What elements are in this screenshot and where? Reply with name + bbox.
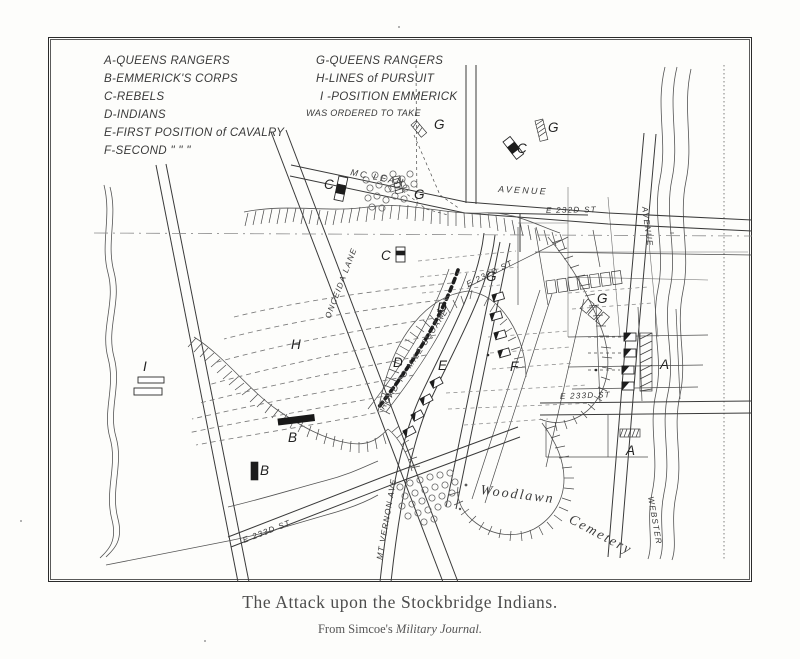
field-lot-dashes [417,250,653,426]
legend-line-b: B-EMMERICK'S CORPS [104,72,238,85]
marker-label: G [548,120,559,135]
street-onceida-lane [270,129,459,582]
marker-i[interactable]: I [133,359,165,396]
marker-c-left[interactable]: C [324,175,349,202]
marker-label: E [438,358,448,373]
street-labels: MC LEAN AVENUE ONCEIDA LANE ROAD TO MILE… [241,167,663,560]
marker-g-top-right[interactable]: G [534,118,559,142]
marker-e[interactable]: E [402,358,448,439]
print-speck [204,640,206,642]
marker-label: H [291,337,301,352]
marker-label: A [625,443,635,458]
marker-label: G [434,117,445,132]
caption-source-title: Military Journal. [395,622,483,636]
legend-line-h: H-LINES of PURSUIT [316,72,435,85]
plate-frame-inner [50,39,750,580]
caption-source: From Simcoe's Military Journal. [0,622,800,637]
marker-label: C [517,141,527,156]
marker-c-upper-right[interactable]: C [502,135,527,160]
street-top-vertical [415,64,477,210]
street-webster-avenue [607,132,657,559]
fence-row-east [545,270,623,327]
print-speck [20,520,22,522]
street-mclean-avenue [289,164,752,252]
ridge-hachures-north [243,204,566,250]
legend-line-e: E-FIRST POSITION of CAVALRY [104,126,285,139]
marker-b-lower[interactable]: B [250,461,269,481]
historical-map: .ln { fill:none; stroke:#3a3a3a; stroke-… [93,54,752,582]
street-e233d-diagonal [227,426,521,548]
marker-label: F [510,359,519,374]
street-e232d-horizontal [487,212,752,256]
ridge-hachures-southwest [187,336,389,453]
central-hill-hachures [377,289,527,415]
marker-a-lower-right[interactable]: A [619,428,641,458]
map-legend: A-QUEENS RANGERS B-EMMERICK'S CORPS C-RE… [103,54,458,157]
survey-line [93,232,752,237]
map-plate: .ln { fill:none; stroke:#3a3a3a; stroke-… [48,37,752,582]
marker-label: G [486,269,497,284]
marker-label: D [393,355,403,370]
street-label-webster-avenue: AVENUE [640,205,655,247]
bronx-river-right [647,66,692,561]
cemetery-label: Cemetery [566,512,635,558]
street-label-webster: WEBSTER [646,496,663,546]
marker-label: G [597,291,608,306]
plate-frame-outer [48,37,752,582]
lines-of-pursuit [187,282,453,446]
figure-caption: The Attack upon the Stockbridge Indians.… [0,592,800,637]
caption-source-prefix: From Simcoe's [317,622,396,636]
marker-b-upper[interactable]: B [277,414,316,445]
street-label-mclean-avenue: AVENUE [497,184,548,197]
marker-f[interactable]: F [486,291,519,374]
cemetery-hill-hachures [448,422,575,542]
marker-g-top[interactable]: G [392,117,461,216]
marker-label: B [260,463,269,478]
marker-label: B [288,430,297,445]
marker-label: G [414,187,425,202]
marker-label: C [324,177,334,192]
legend-line-i: I -POSITION EMMERICK [320,90,458,103]
marker-label: A [659,357,669,372]
bronx-river-left [99,184,120,559]
legend-line-g: G-QUEENS RANGERS [316,54,443,67]
marker-g-center[interactable]: G [486,269,497,284]
orchard-cluster-woodlawn [396,469,468,526]
marker-h[interactable]: H [291,337,301,352]
marker-g-left[interactable]: G [414,187,425,202]
legend-line-c: C-REBELS [104,90,164,103]
street-e233d-horizontal [539,400,752,416]
marker-label: D [437,300,447,315]
marker-d-lower[interactable]: D [393,355,403,370]
legend-line-d: D-INDIANS [104,108,166,121]
legend-line-f: F-SECOND " " " [104,144,191,157]
legend-line-i-cont: WAS ORDERED TO TAKE [306,108,421,118]
print-speck [398,26,400,28]
marker-d-upper[interactable]: D [437,300,447,315]
marker-label: I [143,359,147,374]
street-mt-vernon-ave [379,232,496,582]
marker-g-right[interactable]: G [597,291,608,306]
small-hachure-tuft [387,425,421,472]
street-label-e233d-right: E 233D ST [560,390,611,401]
marker-label: C [381,248,391,263]
street-blocks-mclean [517,227,674,306]
caption-title: The Attack upon the Stockbridge Indians. [242,592,558,612]
legend-line-a: A-QUEENS RANGERS [103,54,230,67]
street-label-mclean: MC LEAN [350,167,406,187]
street-label-e232d-horizontal: E 232D ST [546,205,597,215]
street-left-vertical [155,163,250,582]
woodlawn-label: Woodlawn [480,483,556,507]
marker-a-right[interactable]: A [588,332,669,392]
south-creek [105,460,379,566]
marker-c-mid-left[interactable]: C [381,246,406,263]
street-e232d-diagonal [467,236,569,288]
